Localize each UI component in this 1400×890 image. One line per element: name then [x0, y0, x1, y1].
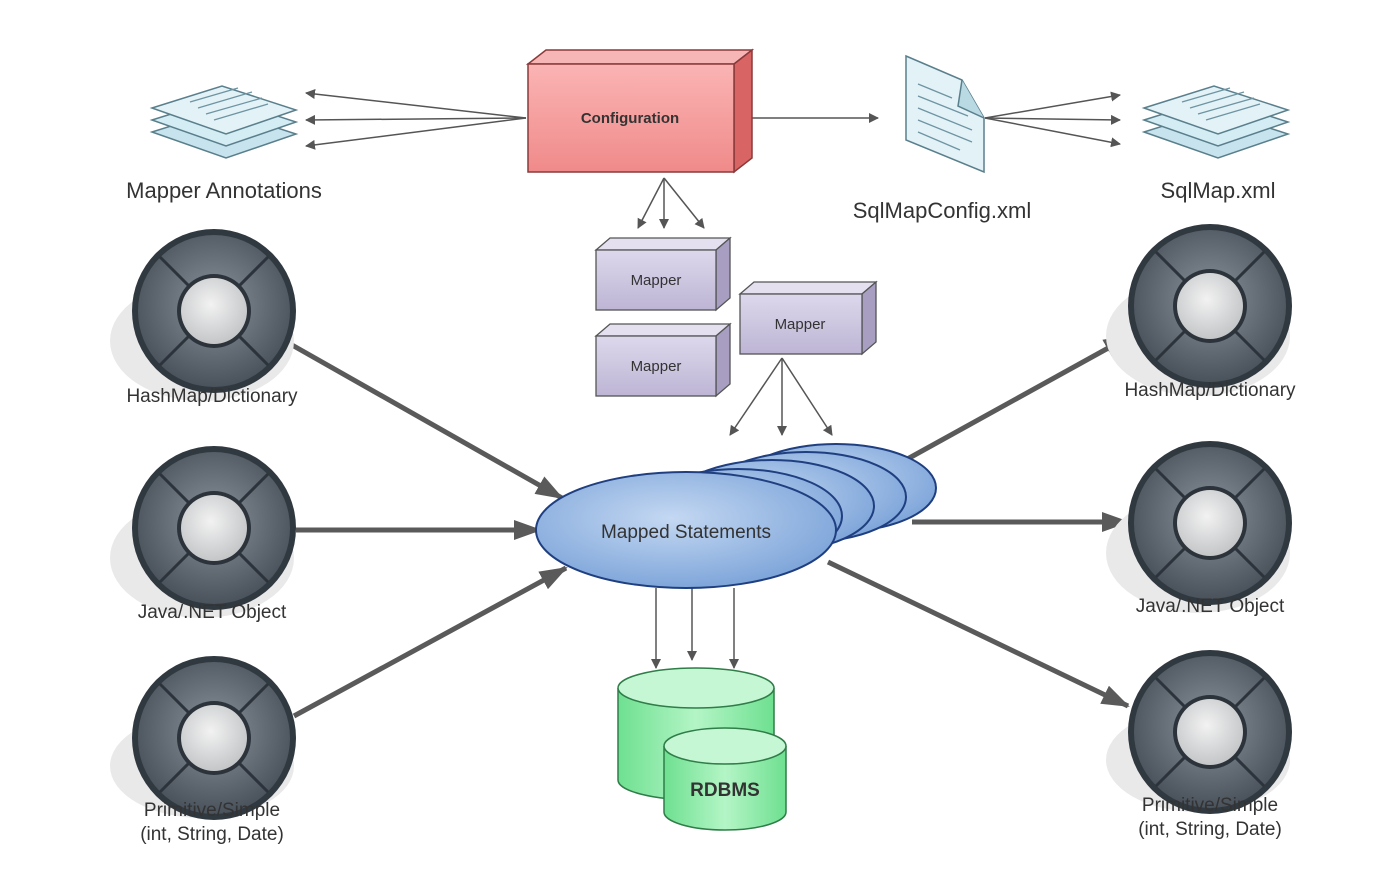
mapped-statements-label: Mapped Statements: [601, 522, 771, 543]
mapper-annotations-doc-stack-icon: [149, 85, 299, 159]
sqlmap-doc-stack-icon: [1141, 85, 1291, 159]
mapper-label-1: Mapper: [631, 272, 682, 289]
output-primitive-label-line2: (int, String, Date): [1138, 819, 1282, 840]
mapper-label-3: Mapper: [775, 316, 826, 333]
sqlmap-label: SqlMap.xml: [1161, 178, 1276, 203]
input-object-label: Java/.NET Object: [138, 602, 287, 623]
input-hashmap-ring-icon: [110, 229, 296, 401]
rdbms-label: RDBMS: [690, 780, 760, 801]
rdbms-database-icon: [617, 667, 787, 831]
config-arrows: [305, 89, 1121, 669]
output-primitive-ring-icon: [1106, 650, 1292, 814]
mapper-box-1: Mapper: [594, 236, 732, 312]
output-hashmap-ring-icon: [1106, 224, 1292, 396]
sqlmapconfig-label: SqlMapConfig.xml: [853, 198, 1032, 223]
configuration-label: Configuration: [581, 110, 679, 127]
input-primitive-label-line1: Primitive/Simple: [144, 800, 280, 821]
output-hashmap-label: HashMap/Dictionary: [1124, 380, 1296, 401]
output-object-label: Java/.NET Object: [1136, 596, 1285, 617]
mapper-annotations-label: Mapper Annotations: [126, 178, 322, 203]
sqlmapconfig-document-icon: [905, 54, 985, 174]
input-primitive-ring-icon: [110, 656, 296, 820]
input-output-arrows: [290, 333, 1132, 719]
input-object-ring-icon: [110, 446, 296, 618]
mapper-label-2: Mapper: [631, 358, 682, 375]
input-primitive-label-line2: (int, String, Date): [140, 824, 284, 845]
mapper-box-3: Mapper: [738, 280, 878, 356]
input-hashmap-label: HashMap/Dictionary: [126, 386, 298, 407]
output-object-ring-icon: [1106, 441, 1292, 613]
mapped-statements-stack: [535, 443, 937, 589]
mapper-box-2: Mapper: [594, 322, 732, 398]
output-primitive-label-line1: Primitive/Simple: [1142, 795, 1278, 816]
configuration-box: [525, 48, 755, 174]
